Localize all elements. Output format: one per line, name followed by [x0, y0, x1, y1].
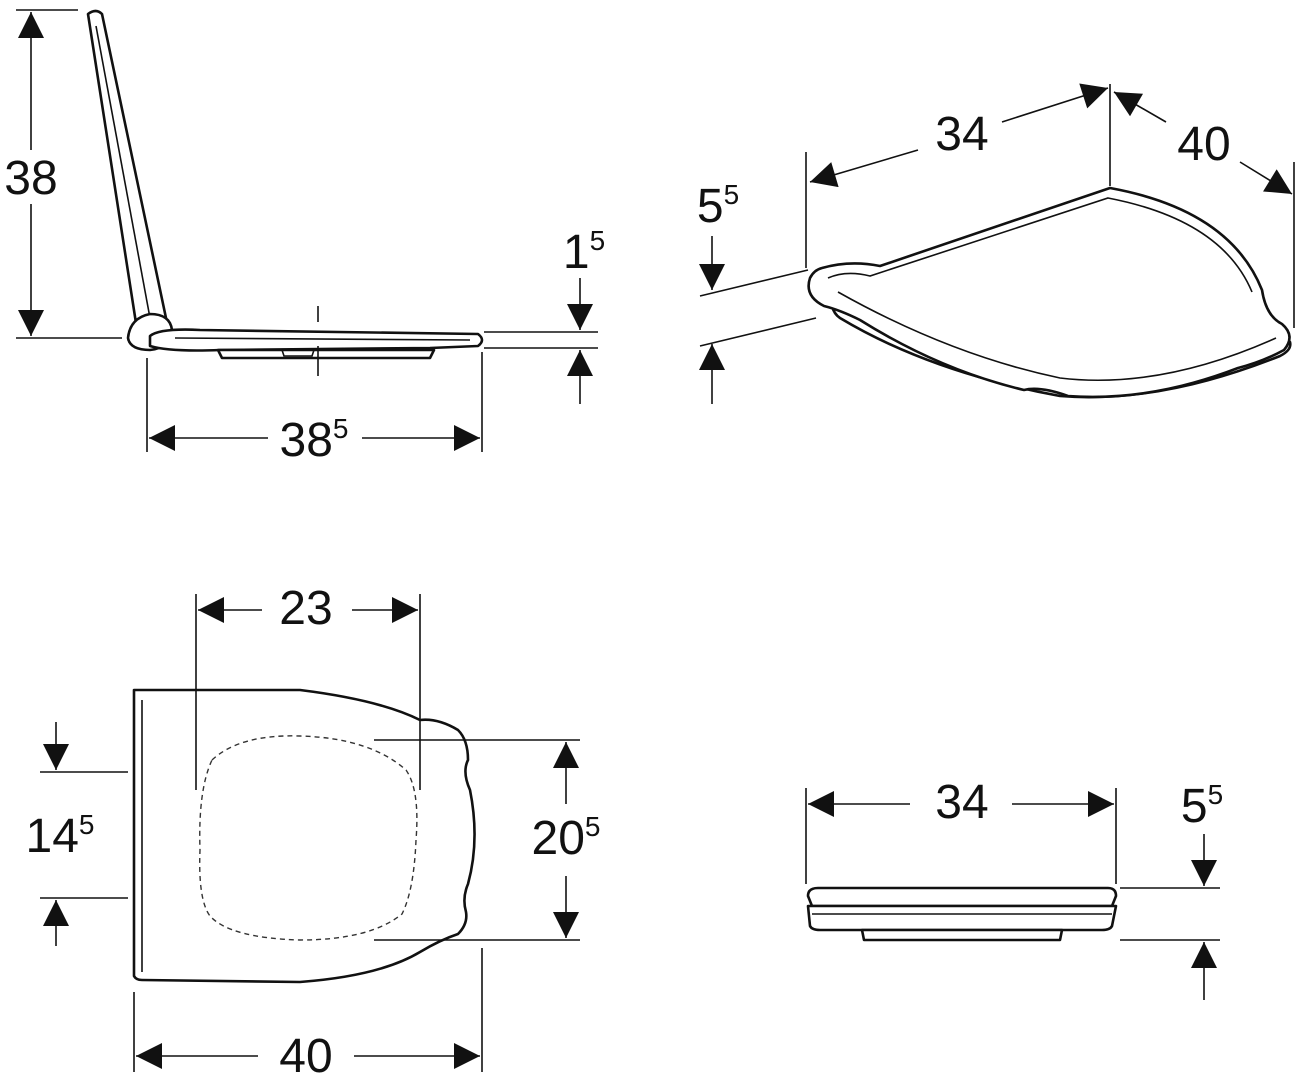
- dim-top-hinge-spacing: 145: [26, 722, 128, 946]
- side-height-label: 38: [4, 152, 57, 205]
- front-outline: [806, 886, 1118, 942]
- dim-perspective-width: 34: [805, 83, 1111, 268]
- dim-side-depth: 385: [146, 352, 483, 467]
- dim-side-height: 38: [4, 9, 122, 339]
- side-open-outline: [86, 9, 484, 376]
- front-width-label: 34: [935, 776, 988, 829]
- dim-front-width: 34: [805, 776, 1117, 884]
- dim-perspective-depth: 40: [1113, 91, 1295, 328]
- top-outline: [132, 688, 476, 984]
- top-inner-length-label: 205: [532, 811, 601, 865]
- perspective-depth-label: 40: [1177, 118, 1230, 171]
- dim-side-thickness: 15: [484, 225, 605, 404]
- top-inner-width-label: 23: [279, 582, 332, 635]
- front-view: 34 55: [805, 776, 1223, 1000]
- front-height-label: 55: [1181, 779, 1223, 833]
- dim-top-overall-length: 40: [133, 948, 483, 1080]
- perspective-height-label: 55: [697, 179, 739, 233]
- perspective-view: 34 40 55: [697, 83, 1295, 404]
- perspective-outline: [807, 186, 1292, 399]
- dim-top-inner-length: 205: [374, 739, 601, 941]
- side-open-view: 38 15 385: [4, 9, 605, 467]
- top-hinge-spacing-label: 145: [26, 809, 95, 863]
- top-overall-length-label: 40: [279, 1030, 332, 1080]
- perspective-width-label: 34: [935, 108, 988, 161]
- dim-top-inner-width: 23: [195, 582, 421, 790]
- dim-perspective-height: 55: [697, 179, 817, 404]
- side-thickness-label: 15: [563, 225, 605, 279]
- dim-front-height: 55: [1120, 779, 1223, 1000]
- top-view: 23 145 205 40: [26, 582, 601, 1080]
- side-depth-label: 385: [280, 413, 349, 467]
